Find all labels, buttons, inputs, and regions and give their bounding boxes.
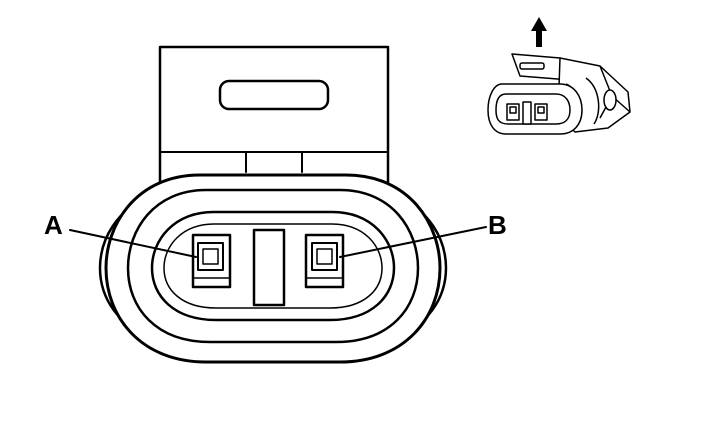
arrow-up-icon bbox=[531, 17, 547, 47]
terminal-cavity-a bbox=[191, 233, 232, 289]
terminal-cavity-b bbox=[304, 233, 345, 289]
inset-3d-view bbox=[487, 17, 631, 135]
mating-face bbox=[150, 210, 396, 322]
pin-label-b: B bbox=[488, 210, 507, 240]
connector-face-view bbox=[69, 45, 487, 364]
polarization-key bbox=[252, 228, 286, 307]
tab-window bbox=[218, 79, 330, 111]
locking-tab bbox=[158, 45, 390, 199]
connector-3d-view-icon bbox=[487, 53, 631, 135]
seal-ring bbox=[126, 188, 420, 344]
pin-label-a: A bbox=[44, 210, 63, 240]
leader-line-a bbox=[69, 229, 197, 258]
leader-line-b bbox=[339, 226, 487, 258]
